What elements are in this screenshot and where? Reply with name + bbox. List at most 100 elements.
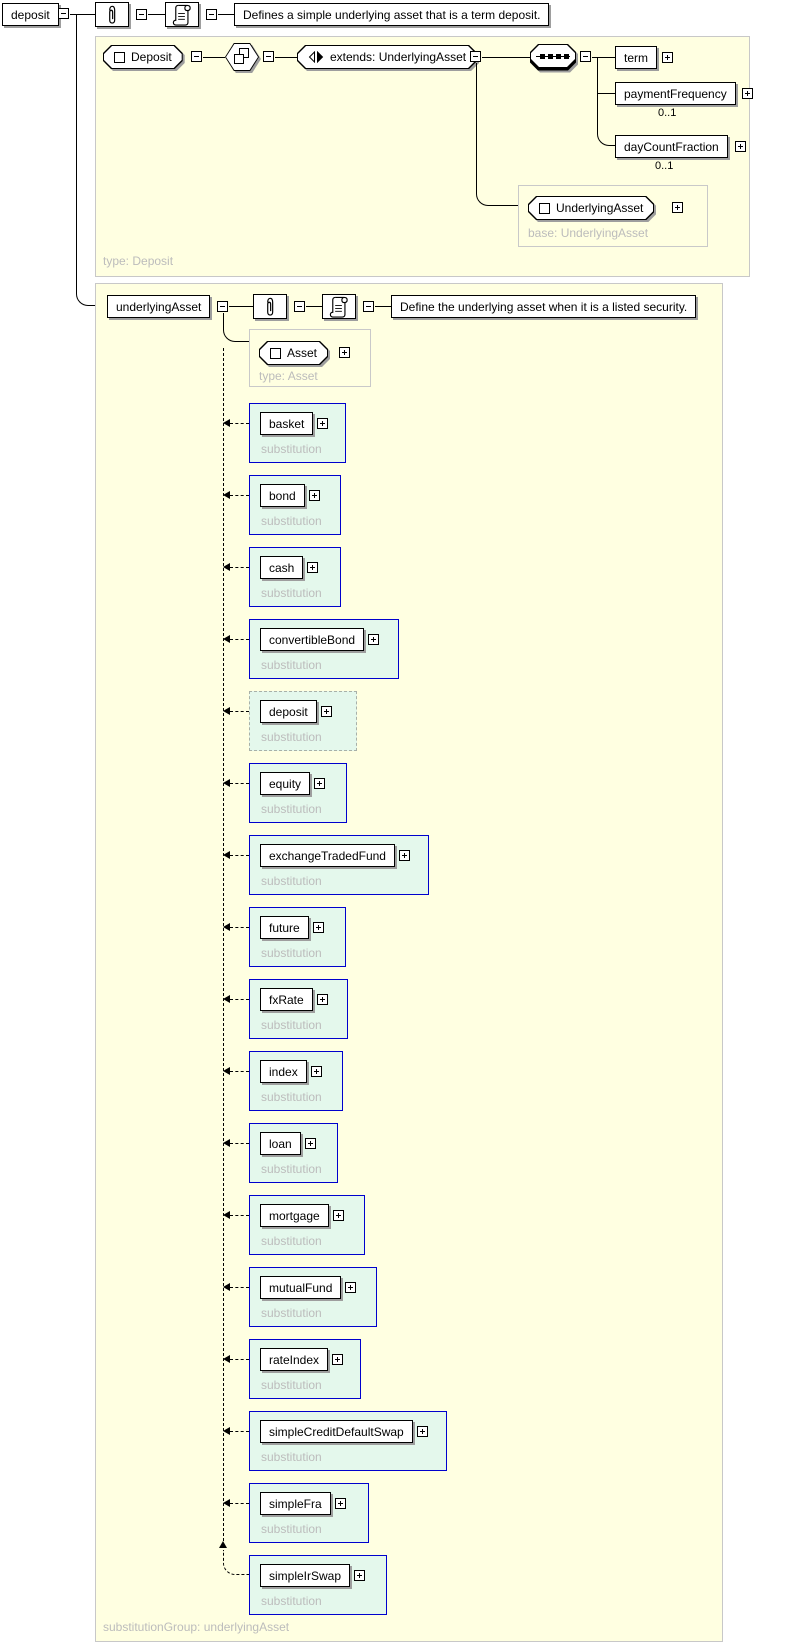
expand-icon[interactable] <box>314 778 326 789</box>
extension-node[interactable]: extends: UnderlyingAsset <box>297 45 477 69</box>
collapse-icon[interactable] <box>470 51 481 62</box>
expand-icon[interactable] <box>310 1066 322 1077</box>
substitution-caption: substitution <box>261 1090 322 1104</box>
substitution-caption: substitution <box>261 1018 322 1032</box>
expand-icon[interactable] <box>368 634 380 645</box>
element-convertibleBond[interactable]: convertibleBond <box>260 628 365 651</box>
substitution-caption: substitution <box>261 1306 322 1320</box>
element-label: bond <box>269 488 296 503</box>
substitution-link <box>230 711 249 712</box>
collapse-icon[interactable] <box>58 8 69 19</box>
element-future[interactable]: future <box>260 916 309 939</box>
connector-line <box>597 57 598 126</box>
expand-icon[interactable] <box>339 347 350 358</box>
complex-content-node[interactable] <box>225 43 259 71</box>
element-dayCountFraction[interactable]: dayCountFraction <box>615 135 728 158</box>
arrow-left-icon <box>223 995 230 1003</box>
arrow-left-icon <box>223 1427 230 1435</box>
expand-icon[interactable] <box>735 141 746 152</box>
substitution-box-convertibleBond: convertibleBond substitution <box>249 619 399 679</box>
expand-icon[interactable] <box>354 1570 366 1581</box>
substitution-caption: substitution <box>261 442 322 456</box>
substitution-box-index: index substitution <box>249 1051 343 1111</box>
substitution-caption: substitution <box>261 874 322 888</box>
element-mutualFund[interactable]: mutualFund <box>260 1276 342 1299</box>
expand-icon[interactable] <box>416 1426 428 1437</box>
collapse-icon[interactable] <box>294 301 305 312</box>
expand-icon[interactable] <box>304 1138 316 1149</box>
element-label: underlyingAsset <box>116 299 202 314</box>
element-label: loan <box>269 1136 292 1151</box>
substitution-box-cash: cash substitution <box>249 547 341 607</box>
connector-line <box>482 57 530 58</box>
element-underlyingAsset[interactable]: underlyingAsset <box>107 295 211 318</box>
paperclip-icon <box>109 5 116 24</box>
element-label: rateIndex <box>269 1352 320 1367</box>
extension-arrows-icon <box>308 51 324 63</box>
arrow-left-icon <box>223 779 230 787</box>
expand-icon[interactable] <box>332 1354 344 1365</box>
expand-icon[interactable] <box>345 1282 357 1293</box>
expand-icon[interactable] <box>317 418 329 429</box>
expand-icon[interactable] <box>742 88 753 99</box>
substitution-link <box>230 1071 249 1072</box>
collapse-icon[interactable] <box>206 9 217 20</box>
element-deposit[interactable]: deposit <box>260 700 317 723</box>
collapse-icon[interactable] <box>263 51 274 62</box>
expand-icon[interactable] <box>672 202 683 213</box>
head-annotation-text: Define the underlying asset when it is a… <box>391 295 697 318</box>
element-basket[interactable]: basket <box>260 412 314 435</box>
element-rateIndex[interactable]: rateIndex <box>260 1348 329 1371</box>
element-label: simpleIrSwap <box>269 1568 342 1583</box>
element-label: mutualFund <box>269 1280 333 1295</box>
expand-icon[interactable] <box>332 1210 344 1221</box>
element-simpleCreditDefaultSwap[interactable]: simpleCreditDefaultSwap <box>260 1420 413 1443</box>
element-label: equity <box>269 776 302 791</box>
base-type-underlyingasset[interactable]: UnderlyingAsset <box>528 196 654 220</box>
expand-icon[interactable] <box>320 706 332 717</box>
expand-icon[interactable] <box>662 52 673 63</box>
element-simpleFra[interactable]: simpleFra <box>260 1492 331 1515</box>
annotation-label: Defines a simple underlying asset that i… <box>243 7 541 22</box>
collapse-icon[interactable] <box>580 51 591 62</box>
arrow-left-icon <box>223 635 230 643</box>
expand-icon[interactable] <box>308 490 320 501</box>
collapse-icon[interactable] <box>217 301 228 312</box>
element-cash[interactable]: cash <box>260 556 304 579</box>
scroll-icon <box>329 296 348 318</box>
sequence-compositor[interactable] <box>530 44 576 71</box>
substitution-link <box>230 927 249 928</box>
expand-icon[interactable] <box>398 850 410 861</box>
root-annotation-text: Defines a simple underlying asset that i… <box>234 3 550 26</box>
collapse-icon[interactable] <box>136 9 147 20</box>
element-loan[interactable]: loan <box>260 1132 301 1155</box>
complex-type-deposit[interactable]: Deposit <box>103 45 183 69</box>
annotation-box <box>253 294 287 319</box>
paperclip-icon <box>267 297 274 316</box>
element-fxRate[interactable]: fxRate <box>260 988 313 1011</box>
substitution-link <box>230 567 249 568</box>
connector-elbow <box>76 14 107 306</box>
element-index[interactable]: index <box>260 1060 307 1083</box>
substitution-box-mortgage: mortgage substitution <box>249 1195 365 1255</box>
type-asset[interactable]: Asset <box>259 341 328 365</box>
expand-icon[interactable] <box>307 562 319 573</box>
element-simpleIrSwap[interactable]: simpleIrSwap <box>260 1564 351 1587</box>
collapse-icon[interactable] <box>363 301 374 312</box>
element-mortgage[interactable]: mortgage <box>260 1204 329 1227</box>
element-bond[interactable]: bond <box>260 484 305 507</box>
element-equity[interactable]: equity <box>260 772 311 795</box>
asset-type-label: Asset <box>287 346 318 360</box>
expand-icon[interactable] <box>316 994 328 1005</box>
element-term[interactable]: term <box>615 46 657 69</box>
expand-icon[interactable] <box>334 1498 346 1509</box>
root-element-deposit[interactable]: deposit <box>2 3 59 26</box>
substitution-box-mutualFund: mutualFund substitution <box>249 1267 377 1327</box>
element-exchangeTradedFund[interactable]: exchangeTradedFund <box>260 844 395 867</box>
expand-icon[interactable] <box>312 922 324 933</box>
type-header-label: Deposit <box>131 50 172 64</box>
collapse-icon[interactable] <box>191 51 202 62</box>
connector-line <box>275 57 297 58</box>
element-paymentFrequency[interactable]: paymentFrequency <box>615 82 736 105</box>
